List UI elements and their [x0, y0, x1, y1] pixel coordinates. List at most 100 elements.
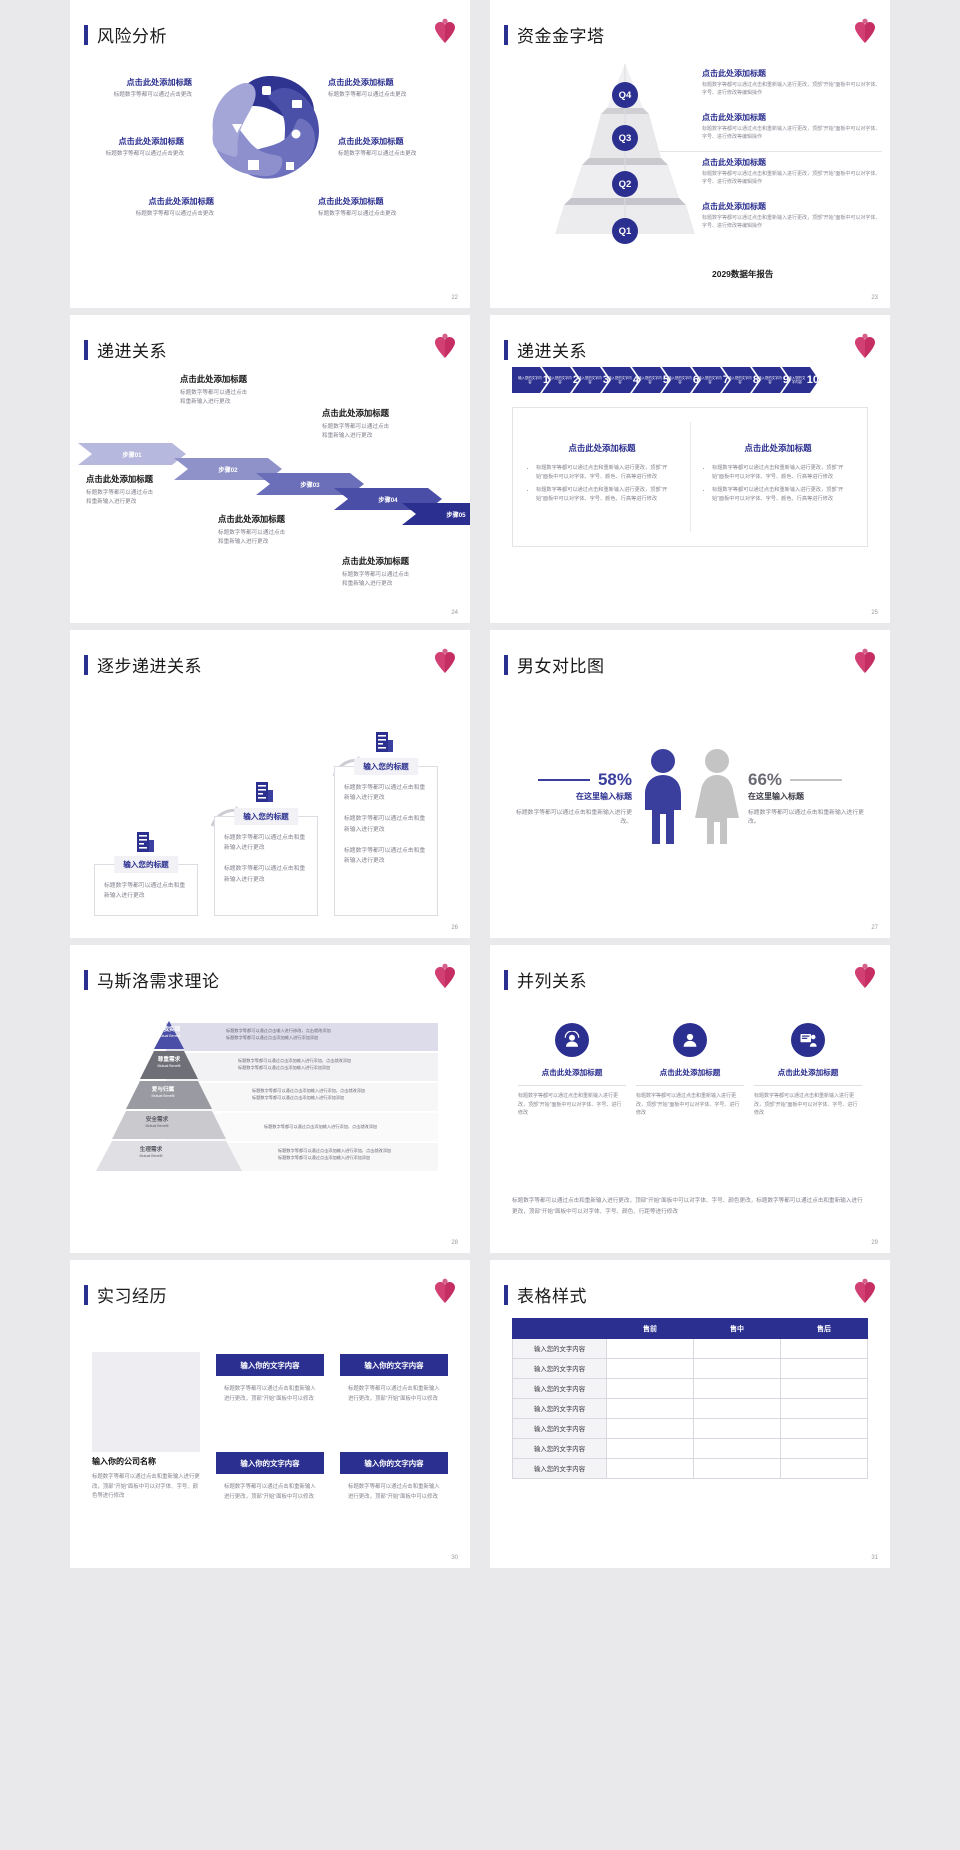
- slide-parallel-relations[interactable]: 并列关系 点击此处添加标题 标题数字等都可以通过点击和重新输入进行更改，顶部“开…: [490, 945, 890, 1253]
- table-row[interactable]: 输入您的文字内容: [512, 1358, 868, 1379]
- table-cell[interactable]: [606, 1338, 694, 1359]
- internship-card-header-2[interactable]: 输入你的文字内容: [340, 1354, 448, 1376]
- slide-internship-experience[interactable]: 实习经历 输入你的公司名称 标题数字等都可以通过点击和重新输入进行更改，顶部“开…: [70, 1260, 470, 1568]
- title-accent-bar: [504, 1284, 508, 1305]
- parallel-title: 点击此处添加标题: [659, 1068, 721, 1077]
- page-number: 29: [871, 1240, 878, 1246]
- step-card-3[interactable]: 输入您的标题 标题数字等都可以通过点击和重新输入进行更改标题数字等都可以通过点击…: [334, 758, 438, 916]
- pyramid-badge-q2: Q2: [612, 171, 638, 197]
- table-cell[interactable]: [693, 1458, 781, 1479]
- slide-table-style[interactable]: 表格样式 售前 售中 售后 输入您的文字内容: [490, 1260, 890, 1568]
- table-row[interactable]: 输入您的文字内容: [512, 1378, 868, 1399]
- table-cell[interactable]: [606, 1358, 694, 1379]
- step-card-2[interactable]: 输入您的标题 标题数字等都可以通过点击和重新输入进行更改标题数字等都可以通过点击…: [214, 808, 318, 916]
- page-number: 26: [451, 925, 458, 931]
- table-header-row: 售前 售中 售后: [512, 1318, 868, 1339]
- table-row[interactable]: 输入您的文字内容: [512, 1398, 868, 1419]
- page-number: 30: [451, 1555, 458, 1561]
- table-cell[interactable]: [606, 1398, 694, 1419]
- slide-stepwise-progression[interactable]: 逐步递进关系: [70, 630, 470, 938]
- step-card-1[interactable]: 输入您的标题 标题数字等都可以通过点击和重新输入进行更改: [94, 856, 198, 916]
- heart-icon: [855, 333, 875, 358]
- table-row[interactable]: 输入您的文字内容: [512, 1338, 868, 1359]
- table-cell-label: 输入您的文字内容: [512, 1458, 607, 1479]
- table-row[interactable]: 输入您的文字内容: [512, 1418, 868, 1439]
- slide-maslow-hierarchy[interactable]: 马斯洛需求理论 自我实现 Mutual Benefit 尊重需求 Mutual …: [70, 945, 470, 1253]
- slide-header: 表格样式: [504, 1282, 587, 1307]
- maslow-band-2: [166, 1053, 438, 1081]
- title-accent-bar: [84, 24, 88, 45]
- slide-header: 递进关系: [504, 337, 587, 362]
- slide-progressive-arrows[interactable]: 递进关系 步骤01 步骤02 步骤03 步骤04 步骤05 点击此处添加标题 标…: [70, 315, 470, 623]
- slide-funding-pyramid[interactable]: 资金金字塔 Q4 Q3 Q2 Q1 点击此处添加标题 标题数字等都可以通过点击和…: [490, 0, 890, 308]
- heart-icon: [855, 963, 875, 988]
- table-cell[interactable]: [780, 1458, 868, 1479]
- parallel-desc: 标题数字等都可以通过点击和重新输入进行更改，顶部“开始”面板中可以对字体、字号、…: [636, 1093, 740, 1116]
- table-cell[interactable]: [780, 1358, 868, 1379]
- step-arrow-05[interactable]: 步骤05: [402, 503, 470, 525]
- heart-icon: [855, 648, 875, 673]
- table-cell[interactable]: [693, 1378, 781, 1399]
- table-cell[interactable]: [780, 1378, 868, 1399]
- table-cell[interactable]: [606, 1378, 694, 1399]
- risk-label: 点击此处添加标题 标题数字等都可以通过点击更改: [105, 137, 184, 157]
- pyramid-text-q2: 点击此处添加标题 标题数字等都可以通过点击和重新输入进行更改，顶部“开始”面板中…: [702, 158, 881, 185]
- parallel-item-1[interactable]: 点击此处添加标题 标题数字等都可以通过点击和重新输入进行更改，顶部“开始”面板中…: [518, 1023, 626, 1118]
- table-col-blank: [512, 1318, 607, 1339]
- bullet-item: 标题数字等都可以通过点击和重新输入进行更改，顶部“开始”面板中可以对字体、字号、…: [712, 464, 853, 481]
- step-card-body: 标题数字等都可以通过点击和重新输入进行更改: [104, 883, 186, 900]
- page-title: 实习经历: [97, 1287, 167, 1306]
- step-text-01: 点击此处添加标题 标题数字等都可以通过点击和重新输入进行更改: [86, 474, 154, 505]
- maslow-note-3: 标题数字等都可以通过点击添加输入进行添加，点击就改添加标题数字等都可以通过点击添…: [252, 1088, 366, 1101]
- parallel-item-3[interactable]: 点击此处添加标题 标题数字等都可以通过点击和重新输入进行更改，顶部“开始”面板中…: [754, 1023, 862, 1118]
- table-cell[interactable]: [693, 1358, 781, 1379]
- pyramid-text-q1: 点击此处添加标题 标题数字等都可以通过点击和重新输入进行更改，顶部“开始”面板中…: [702, 202, 881, 229]
- table-cell[interactable]: [693, 1418, 781, 1439]
- table-cell[interactable]: [606, 1458, 694, 1479]
- page-title: 资金金字塔: [517, 27, 605, 46]
- table-cell[interactable]: [780, 1398, 868, 1419]
- maslow-band-3: [166, 1083, 438, 1111]
- table-cell[interactable]: [606, 1418, 694, 1439]
- slide-header: 男女对比图: [504, 652, 605, 677]
- slide-header: 逐步递进关系: [84, 652, 202, 677]
- pyramid-text-q3: 点击此处添加标题 标题数字等都可以通过点击和重新输入进行更改，顶部“开始”面板中…: [702, 113, 881, 140]
- internship-card-header-1[interactable]: 输入你的文字内容: [216, 1354, 324, 1376]
- presentation-board-icon: [791, 1023, 825, 1057]
- table-cell-label: 输入您的文字内容: [512, 1438, 607, 1459]
- table-cell[interactable]: [780, 1418, 868, 1439]
- internship-card-body-4: 标题数字等都可以通过点击和重新输入进行更改，顶部“开始”面板中可以修改: [348, 1484, 440, 1500]
- table-cell-label: 输入您的文字内容: [512, 1358, 607, 1379]
- pyramid-badge-q3: Q3: [612, 125, 638, 151]
- table-col-presale: 售前: [606, 1318, 694, 1339]
- table-row[interactable]: 输入您的文字内容: [512, 1438, 868, 1459]
- slide-gender-comparison[interactable]: 男女对比图 58% 在这里输入标题 标题数字等都可以通过点击和重新输入进行更改。…: [490, 630, 890, 938]
- page-title: 男女对比图: [517, 657, 605, 676]
- female-percent: 66%: [748, 770, 783, 789]
- table-cell[interactable]: [693, 1398, 781, 1419]
- page-number: 27: [871, 925, 878, 931]
- table-cell[interactable]: [780, 1438, 868, 1459]
- internship-card-header-4[interactable]: 输入你的文字内容: [340, 1452, 448, 1474]
- step-arrow-01[interactable]: 步骤01: [78, 443, 186, 465]
- internship-card-header-3[interactable]: 输入你的文字内容: [216, 1452, 324, 1474]
- table-cell[interactable]: [780, 1338, 868, 1359]
- page-number: 22: [451, 295, 458, 301]
- step-arrow-02[interactable]: 步骤02: [174, 458, 282, 480]
- slide-risk-analysis[interactable]: 风险分析: [70, 0, 470, 308]
- parallel-item-2[interactable]: 点击此处添加标题 标题数字等都可以通过点击和重新输入进行更改，顶部“开始”面板中…: [636, 1023, 744, 1118]
- title-accent-bar: [504, 969, 508, 990]
- female-desc: 标题数字等都可以通过点击和重新输入进行更改。: [748, 810, 864, 826]
- table-cell[interactable]: [606, 1438, 694, 1459]
- table-cell[interactable]: [693, 1338, 781, 1359]
- table-row[interactable]: 输入您的文字内容: [512, 1458, 868, 1479]
- heart-icon: [435, 963, 455, 988]
- title-accent-bar: [84, 969, 88, 990]
- slide-header: 马斯洛需求理论: [84, 967, 220, 992]
- table-cell[interactable]: [693, 1438, 781, 1459]
- sales-stage-table[interactable]: 售前 售中 售后 输入您的文字内容 输入您的文字内容 输入您的文字内容: [512, 1318, 868, 1479]
